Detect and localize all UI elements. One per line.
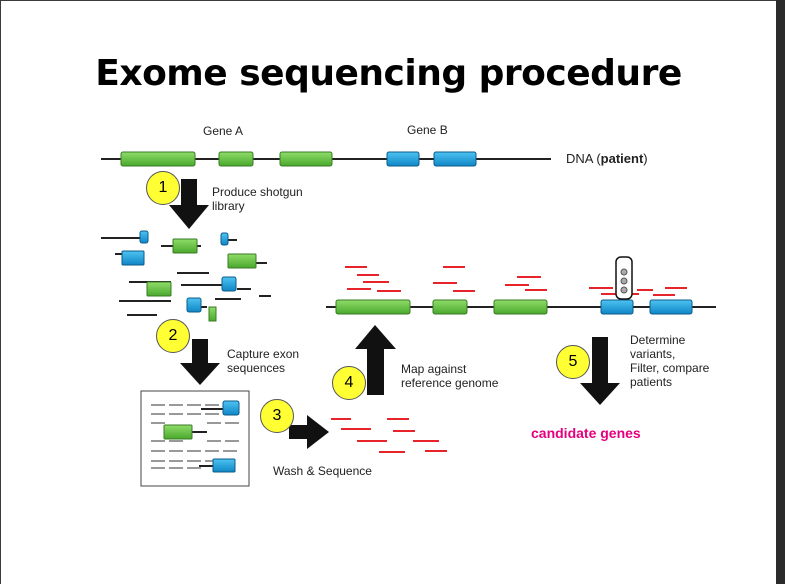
- step-3-badge: 3: [260, 399, 294, 433]
- exon-gene-a-2: [218, 151, 254, 167]
- dna-patient-label: DNA (patient): [566, 151, 648, 166]
- step-5-badge: 5: [556, 345, 590, 379]
- exon-gene-a-1: [120, 151, 196, 167]
- step-1-arrow: [169, 179, 209, 229]
- gene-b-label: Gene B: [407, 123, 448, 137]
- mapped-reads: [345, 266, 687, 296]
- exon-gene-b-2: [433, 151, 477, 167]
- exon-gene-b-1: [386, 151, 420, 167]
- candidate-genes-label: candidate genes: [531, 425, 641, 441]
- step-3-arrow: [289, 415, 329, 449]
- step-4-arrow: [355, 325, 396, 395]
- capture-box: [140, 390, 250, 487]
- exon-gene-a-3: [279, 151, 333, 167]
- step-4-badge: 4: [332, 366, 366, 400]
- reference-genome: [326, 299, 716, 315]
- step-5-arrow: [580, 337, 620, 405]
- step-2-badge: 2: [156, 319, 190, 353]
- step-1-badge: 1: [146, 171, 180, 205]
- patient-dna-strand: [101, 151, 551, 167]
- step-3-text: Wash & Sequence: [273, 464, 372, 478]
- scrollbar[interactable]: [776, 0, 785, 584]
- library-exon-pieces: [121, 230, 257, 322]
- step-2-arrow: [180, 339, 220, 385]
- variant-marker: [615, 256, 633, 300]
- slide-title: Exome sequencing procedure: [95, 53, 682, 94]
- sequenced-reads: [331, 418, 447, 453]
- gene-a-label: Gene A: [203, 124, 244, 138]
